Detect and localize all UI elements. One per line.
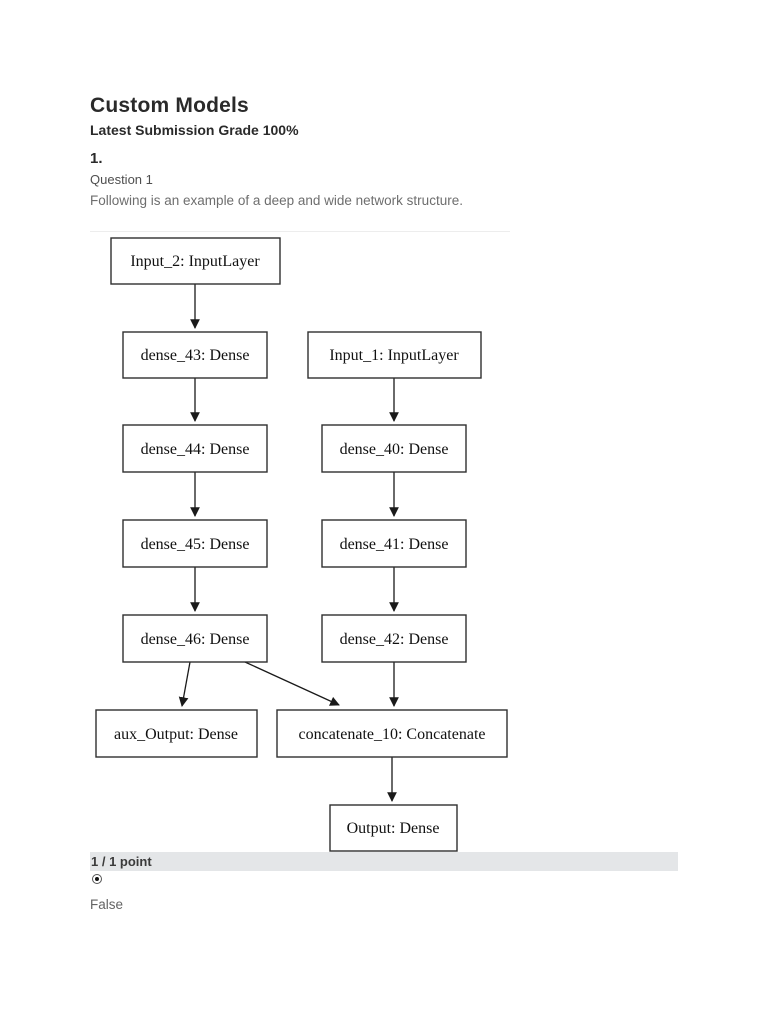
node-concatenate-10-label: concatenate_10: Concatenate bbox=[298, 726, 485, 743]
node-dense-43: dense_43: Dense bbox=[122, 331, 268, 379]
node-dense-45-label: dense_45: Dense bbox=[141, 536, 250, 553]
node-dense-42-label: dense_42: Dense bbox=[340, 631, 449, 648]
node-output: Output: Dense bbox=[329, 804, 458, 852]
network-diagram: Input_2: InputLayer dense_43: Dense Inpu… bbox=[95, 237, 508, 852]
node-dense-46-label: dense_46: Dense bbox=[141, 631, 250, 648]
diagram-edges bbox=[178, 284, 399, 802]
points-bar: 1 / 1 point bbox=[90, 852, 678, 871]
page-title: Custom Models bbox=[90, 94, 249, 117]
question-number: 1. bbox=[90, 150, 103, 167]
edge-dense46-auxoutput bbox=[178, 661, 191, 707]
node-dense-40: dense_40: Dense bbox=[321, 424, 467, 473]
answer-radio-selected[interactable] bbox=[92, 874, 102, 884]
grade-subtitle: Latest Submission Grade 100% bbox=[90, 122, 299, 138]
question-heading: Question 1 bbox=[90, 172, 153, 187]
edge-dense46-concatenate10 bbox=[244, 661, 340, 706]
divider-line bbox=[90, 231, 510, 232]
node-dense-44: dense_44: Dense bbox=[122, 424, 268, 473]
node-dense-43-label: dense_43: Dense bbox=[141, 347, 250, 364]
node-input-2: Input_2: InputLayer bbox=[110, 237, 281, 285]
node-dense-42: dense_42: Dense bbox=[321, 614, 467, 663]
node-aux-output: aux_Output: Dense bbox=[95, 709, 258, 758]
node-output-label: Output: Dense bbox=[347, 820, 440, 837]
node-input-1: Input_1: InputLayer bbox=[307, 331, 482, 379]
radio-dot-icon bbox=[95, 877, 99, 881]
node-dense-45: dense_45: Dense bbox=[122, 519, 268, 568]
points-label: 1 / 1 point bbox=[91, 854, 152, 869]
answer-option-false[interactable]: False bbox=[90, 897, 124, 912]
question-prompt: Following is an example of a deep and wi… bbox=[90, 193, 463, 208]
node-dense-41: dense_41: Dense bbox=[321, 519, 467, 568]
node-aux-output-label: aux_Output: Dense bbox=[114, 726, 238, 743]
node-dense-40-label: dense_40: Dense bbox=[340, 441, 449, 458]
node-dense-46: dense_46: Dense bbox=[122, 614, 268, 663]
node-dense-41-label: dense_41: Dense bbox=[340, 536, 449, 553]
node-input-2-label: Input_2: InputLayer bbox=[130, 253, 260, 270]
node-concatenate-10: concatenate_10: Concatenate bbox=[276, 709, 508, 758]
node-dense-44-label: dense_44: Dense bbox=[141, 441, 250, 458]
node-input-1-label: Input_1: InputLayer bbox=[329, 347, 459, 364]
